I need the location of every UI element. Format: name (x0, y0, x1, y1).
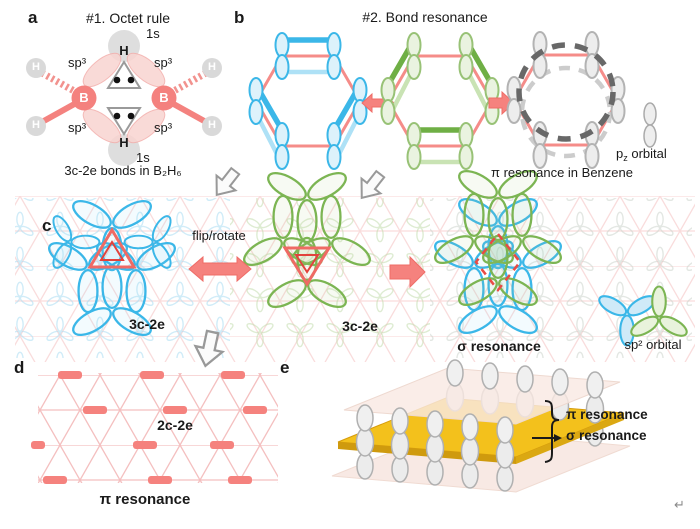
terminal-hydrogen-label: H (208, 119, 216, 131)
2c2e-bond-bars (31, 371, 267, 484)
panel-a-caption: 3c-2e bonds in B₂H₆ (64, 163, 182, 178)
boron-label-left: B (79, 90, 89, 105)
panel-b-benzene-blue (248, 32, 368, 170)
red-triangle-down-inner (294, 254, 320, 274)
panel-a-letter: a (28, 8, 38, 27)
terminal-hydrogen-label: H (32, 61, 40, 73)
panel-c-letter: c (42, 216, 52, 235)
sp3-label-ul: sp³ (67, 55, 87, 70)
return-mark: ↵ (674, 497, 685, 512)
red-triangle-up-inner (99, 240, 125, 261)
bond-label-3c2e-green: 3c-2e (342, 318, 378, 334)
pi-resonance-label-e: π resonance (566, 407, 648, 422)
terminal-hydrogen-label: H (208, 61, 216, 73)
panel-c-lattice (15, 196, 695, 362)
panel-c-sigma-resonance-motif (413, 164, 583, 340)
bond-label-3c2e-blue: 3c-2e (129, 316, 165, 332)
pz-orbital-icon (643, 102, 657, 148)
light-dashed-ring (519, 65, 613, 159)
solid-bond (40, 99, 80, 125)
panel-c-blue-3c2e-motif (27, 194, 197, 342)
red-triangle-up-outer (87, 227, 137, 269)
boron-label-right: B (159, 90, 169, 105)
panel-a-title: #1. Octet rule (85, 10, 171, 26)
sp3-label-lr: sp³ (153, 120, 173, 135)
red-triangle-down-outer (282, 246, 332, 287)
pi-resonance-caption-d: π resonance (99, 491, 191, 508)
bridge-hydrogen-label-bottom: H (119, 135, 129, 150)
electron-dot (127, 76, 135, 84)
sigma-transform-arrow (389, 255, 426, 289)
electron-dot (113, 76, 121, 84)
panel-d-lattice (31, 371, 278, 484)
sigma-resonance-caption: σ resonance (457, 338, 541, 354)
flip-rotate-arrow (188, 255, 252, 283)
yellow-slab-right-edge (516, 413, 624, 464)
panel-b-letter: b (234, 8, 245, 27)
pi-resonance-brace (544, 400, 560, 463)
panel-b-benzene-hybrid (506, 31, 626, 169)
orbital-1s-label-bottom: 1s (136, 150, 150, 165)
panel-c-green-3c2e-motif (222, 166, 392, 314)
hydrogen-atom (26, 116, 46, 136)
panel-a-diborane (26, 30, 222, 166)
pz-orbitals-green (380, 32, 500, 170)
hydrogen-atom (202, 116, 222, 136)
panel-e-letter: e (280, 358, 290, 377)
panel-b-benzene-green (380, 32, 500, 170)
bond-label-2c2e: 2c-2e (157, 417, 193, 433)
electron-dot (127, 112, 135, 120)
terminal-hydrogen-label: H (32, 119, 40, 131)
solid-bond (168, 99, 208, 125)
banana-bonds (82, 52, 166, 144)
electron-dot (113, 112, 121, 120)
sp3-label-ur: sp³ (153, 55, 173, 70)
pink-slab-top (343, 367, 621, 425)
sp2-orbital-label: sp² orbital (624, 337, 682, 352)
sigma-pointer-arrowhead (554, 434, 562, 442)
hydrogen-atom (202, 58, 222, 78)
red-dashed-diamond (474, 231, 522, 293)
panel-b-title: #2. Bond resonance (362, 9, 488, 25)
bridge-hydrogen-label-top: H (119, 43, 129, 58)
panel-e-slab-model (331, 359, 631, 493)
orbital-top-lobes (356, 359, 604, 444)
sigma-resonance-label-e: σ resonance (566, 428, 647, 443)
boron-atom (151, 85, 177, 111)
flip-rotate-label: flip/rotate (192, 228, 246, 243)
hatched-bond (170, 69, 208, 96)
panel-d-letter: d (14, 358, 25, 377)
boron-atom (71, 85, 97, 111)
sp3-label-ll: sp³ (67, 120, 87, 135)
panel-b-caption: π resonance in Benzene (491, 165, 633, 180)
orbital-1s-label-top: 1s (146, 26, 160, 41)
hydrogen-atom (26, 58, 46, 78)
pz-orbitals-blue (248, 32, 368, 170)
hatched-bond (40, 69, 78, 96)
aromatic-dashed-ring (516, 42, 616, 142)
pz-orbital-label: pz orbital (616, 146, 667, 163)
